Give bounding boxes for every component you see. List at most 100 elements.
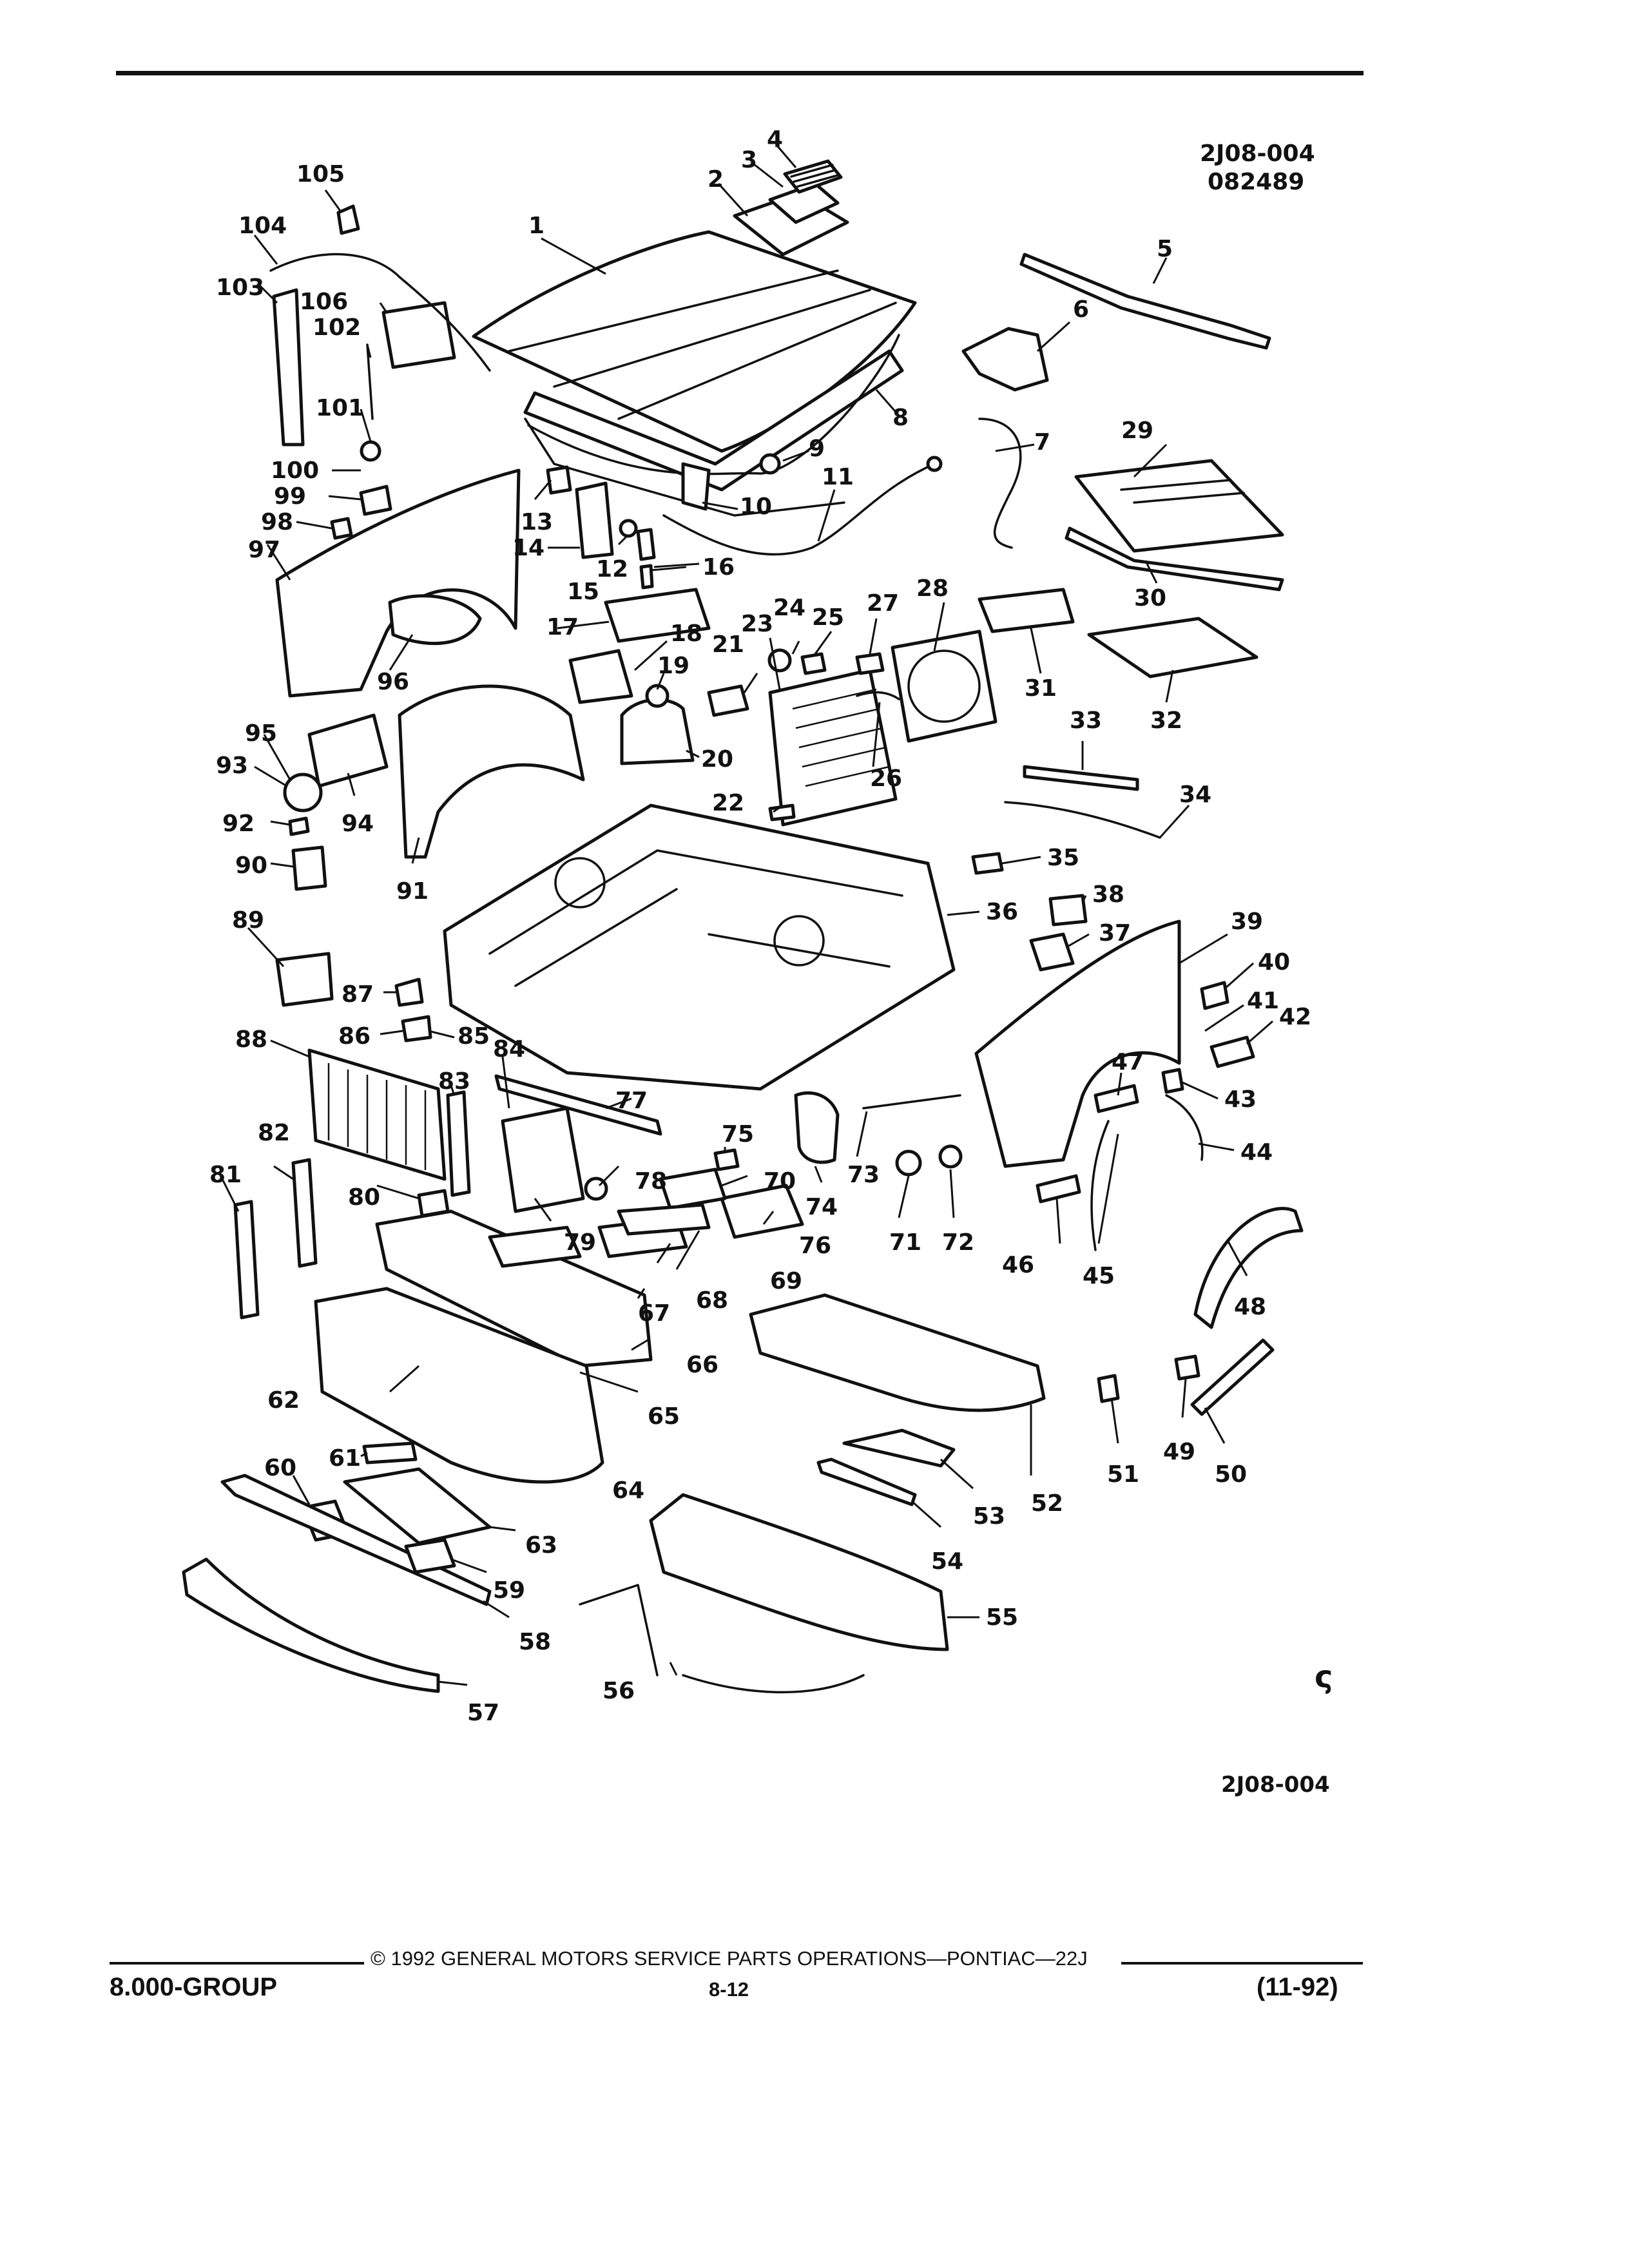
bracket-81-part — [233, 1200, 260, 1320]
callout-68: 68 — [696, 1287, 728, 1314]
bracket-94-part — [307, 713, 389, 788]
callout-22: 22 — [712, 790, 744, 816]
hose-26-part — [856, 691, 900, 700]
callout-90: 90 — [235, 852, 267, 879]
callout-3: 3 — [741, 147, 757, 173]
emblem-47-part — [1094, 1084, 1139, 1113]
molding-50-part — [1190, 1338, 1275, 1416]
callout-67: 67 — [638, 1300, 670, 1327]
callout-26: 26 — [870, 765, 902, 792]
footer-group: 8.000-GROUP — [110, 1973, 278, 2001]
callout-44: 44 — [1240, 1139, 1273, 1166]
callout-96: 96 — [377, 669, 409, 695]
callout-35: 35 — [1047, 845, 1079, 871]
callout-12: 12 — [596, 556, 628, 582]
callout-17: 17 — [546, 614, 579, 640]
latch-14-part — [575, 481, 614, 559]
fascia-52-part — [749, 1293, 1046, 1412]
callout-81: 81 — [209, 1162, 242, 1188]
canister-90-part — [291, 845, 327, 891]
brace-5-part — [1019, 253, 1271, 350]
emblem-46-part — [1036, 1174, 1081, 1204]
callout-85: 85 — [458, 1023, 490, 1050]
callout-36: 36 — [986, 899, 1018, 925]
callout-48: 48 — [1234, 1294, 1266, 1320]
callout-10: 10 — [740, 494, 772, 520]
callout-58: 58 — [519, 1629, 551, 1655]
callout-49: 49 — [1163, 1439, 1195, 1465]
date-code: 082489 — [1208, 169, 1305, 195]
callout-18: 18 — [670, 620, 702, 647]
callout-37: 37 — [1099, 920, 1131, 947]
callout-82: 82 — [258, 1120, 290, 1146]
rod-73-part — [862, 1094, 961, 1110]
front-structure-36-part — [443, 803, 956, 1091]
callout-23: 23 — [741, 611, 773, 637]
block-22-part — [768, 803, 796, 822]
callout-34: 34 — [1179, 782, 1211, 808]
callout-84: 84 — [493, 1036, 525, 1062]
cable-34-part — [1004, 801, 1161, 839]
corner-symbol: ς — [1315, 1659, 1333, 1695]
callout-39: 39 — [1231, 908, 1263, 935]
callout-87: 87 — [342, 981, 374, 1008]
cowl-29-part — [1074, 459, 1284, 553]
callout-83: 83 — [438, 1068, 470, 1095]
callout-93: 93 — [216, 753, 248, 779]
leader-lines — [218, 144, 1273, 1686]
bracket-82-part — [291, 1158, 318, 1268]
callout-99: 99 — [274, 483, 306, 510]
callout-72: 72 — [942, 1229, 974, 1256]
bracket-17-part — [604, 588, 711, 643]
hinge-13-part — [546, 465, 572, 495]
callout-31: 31 — [1025, 675, 1057, 702]
callout-69: 69 — [770, 1268, 802, 1294]
callout-79: 79 — [564, 1229, 596, 1256]
bracket-67-part — [488, 1225, 582, 1268]
callout-8: 8 — [892, 405, 909, 431]
callout-6: 6 — [1073, 296, 1089, 323]
callout-labels: 1 2 3 4 5 6 7 8 9 10 11 12 13 14 15 16 1… — [209, 126, 1311, 1726]
callout-71: 71 — [889, 1229, 921, 1256]
clip-87-part — [394, 977, 424, 1007]
callout-50: 50 — [1215, 1461, 1247, 1488]
brace-83-part — [446, 1090, 471, 1197]
callout-78: 78 — [635, 1168, 667, 1195]
nut-9-part — [759, 453, 781, 475]
callout-100: 100 — [271, 457, 319, 484]
callout-5: 5 — [1157, 236, 1173, 262]
bolt-15-part — [639, 564, 654, 590]
callout-73: 73 — [847, 1162, 880, 1188]
nut-100-part — [360, 440, 381, 462]
callout-98: 98 — [261, 509, 293, 535]
hood-lower-seal-part — [524, 418, 845, 517]
callout-89: 89 — [232, 907, 264, 934]
callout-65: 65 — [648, 1403, 680, 1430]
fender-97-part — [275, 468, 521, 698]
clip-43-part — [1161, 1068, 1184, 1094]
reservoir-20-part — [620, 698, 695, 765]
bumper-55-part — [649, 1493, 949, 1651]
callout-51: 51 — [1107, 1461, 1139, 1488]
callout-54: 54 — [931, 1548, 963, 1575]
radiator-23-part — [768, 668, 898, 827]
spoiler-57-part — [182, 1557, 440, 1693]
seal-30-part — [1065, 526, 1284, 591]
callout-28: 28 — [916, 575, 949, 602]
grille-59-part — [404, 1538, 456, 1574]
cap-19-part — [645, 684, 670, 708]
condenser-88-part — [307, 1048, 447, 1181]
fascia-64-part — [314, 1287, 604, 1484]
rod-102-part — [366, 343, 374, 420]
callout-106: 106 — [300, 289, 348, 315]
callout-24: 24 — [773, 595, 805, 621]
bracket-89-part — [275, 952, 334, 1007]
callout-64: 64 — [612, 1477, 644, 1504]
clip-92-part — [288, 816, 310, 836]
bracket-70-part — [659, 1168, 727, 1210]
callout-7: 7 — [1034, 429, 1050, 456]
bracket-99-part — [359, 485, 392, 516]
block-21-part — [707, 684, 749, 717]
cover-37-part — [1029, 932, 1075, 972]
